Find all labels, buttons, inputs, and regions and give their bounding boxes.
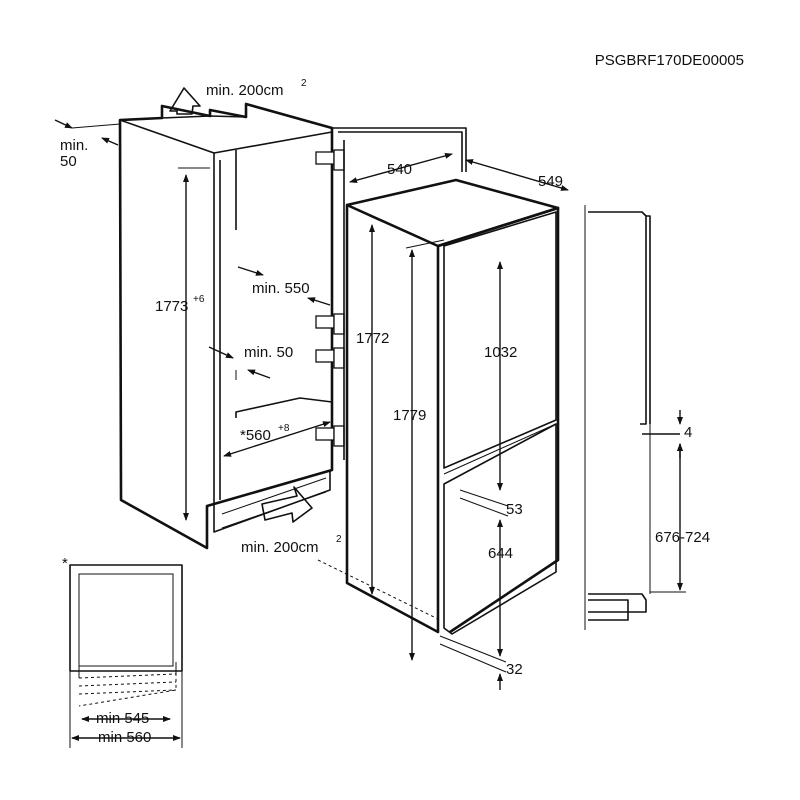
niche-cabinet bbox=[118, 102, 334, 550]
door-gap-label: 53 bbox=[506, 501, 523, 518]
niche-width-label: *560 bbox=[240, 427, 271, 444]
body-height-label: 1772 bbox=[356, 330, 389, 347]
vent-bottom-sup: 2 bbox=[336, 534, 342, 545]
fridge-door-label: 1032 bbox=[484, 344, 517, 361]
vent-top-label: min. 200cm bbox=[206, 82, 284, 99]
vent-arrow-top bbox=[169, 87, 201, 115]
side-offset-label: 4 bbox=[684, 424, 692, 441]
niche-width-sup: +8 bbox=[278, 423, 290, 434]
appliance-width-label: 540 bbox=[387, 161, 412, 178]
appliance-body bbox=[345, 178, 560, 635]
side-range-label: 676-724 bbox=[655, 529, 710, 546]
gap-top-value: 50 bbox=[60, 153, 77, 170]
vent-bottom-label: min. 200cm bbox=[241, 539, 319, 556]
niche-height-sup: +6 bbox=[193, 294, 205, 305]
niche-height-label: 1773 bbox=[155, 298, 188, 315]
vent-arrow-bottom bbox=[261, 486, 313, 523]
appliance-width-dim bbox=[349, 152, 453, 184]
appliance-depth-label: 549 bbox=[538, 173, 563, 190]
gap-top-arrow bbox=[54, 119, 73, 129]
depth-min-arrow-right bbox=[307, 297, 331, 306]
open-door-panel bbox=[332, 127, 467, 172]
bottom-gap-label: 32 bbox=[506, 661, 523, 678]
side-min-arrow-left bbox=[208, 346, 234, 359]
inset-star: * bbox=[62, 555, 68, 572]
total-height-label: 1779 bbox=[393, 407, 426, 424]
inset-top-view bbox=[69, 564, 183, 748]
appliance-depth-dim bbox=[465, 159, 569, 191]
gap-top-label: min. bbox=[60, 137, 88, 154]
niche-width-dim bbox=[223, 421, 331, 457]
vent-top-sup: 2 bbox=[301, 78, 307, 89]
depth-min-label: min. 550 bbox=[252, 280, 310, 297]
side-min-label: min. 50 bbox=[244, 344, 293, 361]
fridge-door bbox=[443, 211, 557, 469]
freezer-door-label: 644 bbox=[488, 545, 513, 562]
freezer-door bbox=[443, 423, 557, 635]
depth-min-arrow-left bbox=[237, 266, 264, 276]
side-view bbox=[584, 205, 680, 630]
inset-min1-label: min 545 bbox=[96, 710, 149, 727]
inset-min2-label: min 560 bbox=[98, 729, 151, 746]
side-min-arrow-right bbox=[247, 369, 271, 379]
document-code: PSGBRF170DE00005 bbox=[595, 52, 744, 69]
